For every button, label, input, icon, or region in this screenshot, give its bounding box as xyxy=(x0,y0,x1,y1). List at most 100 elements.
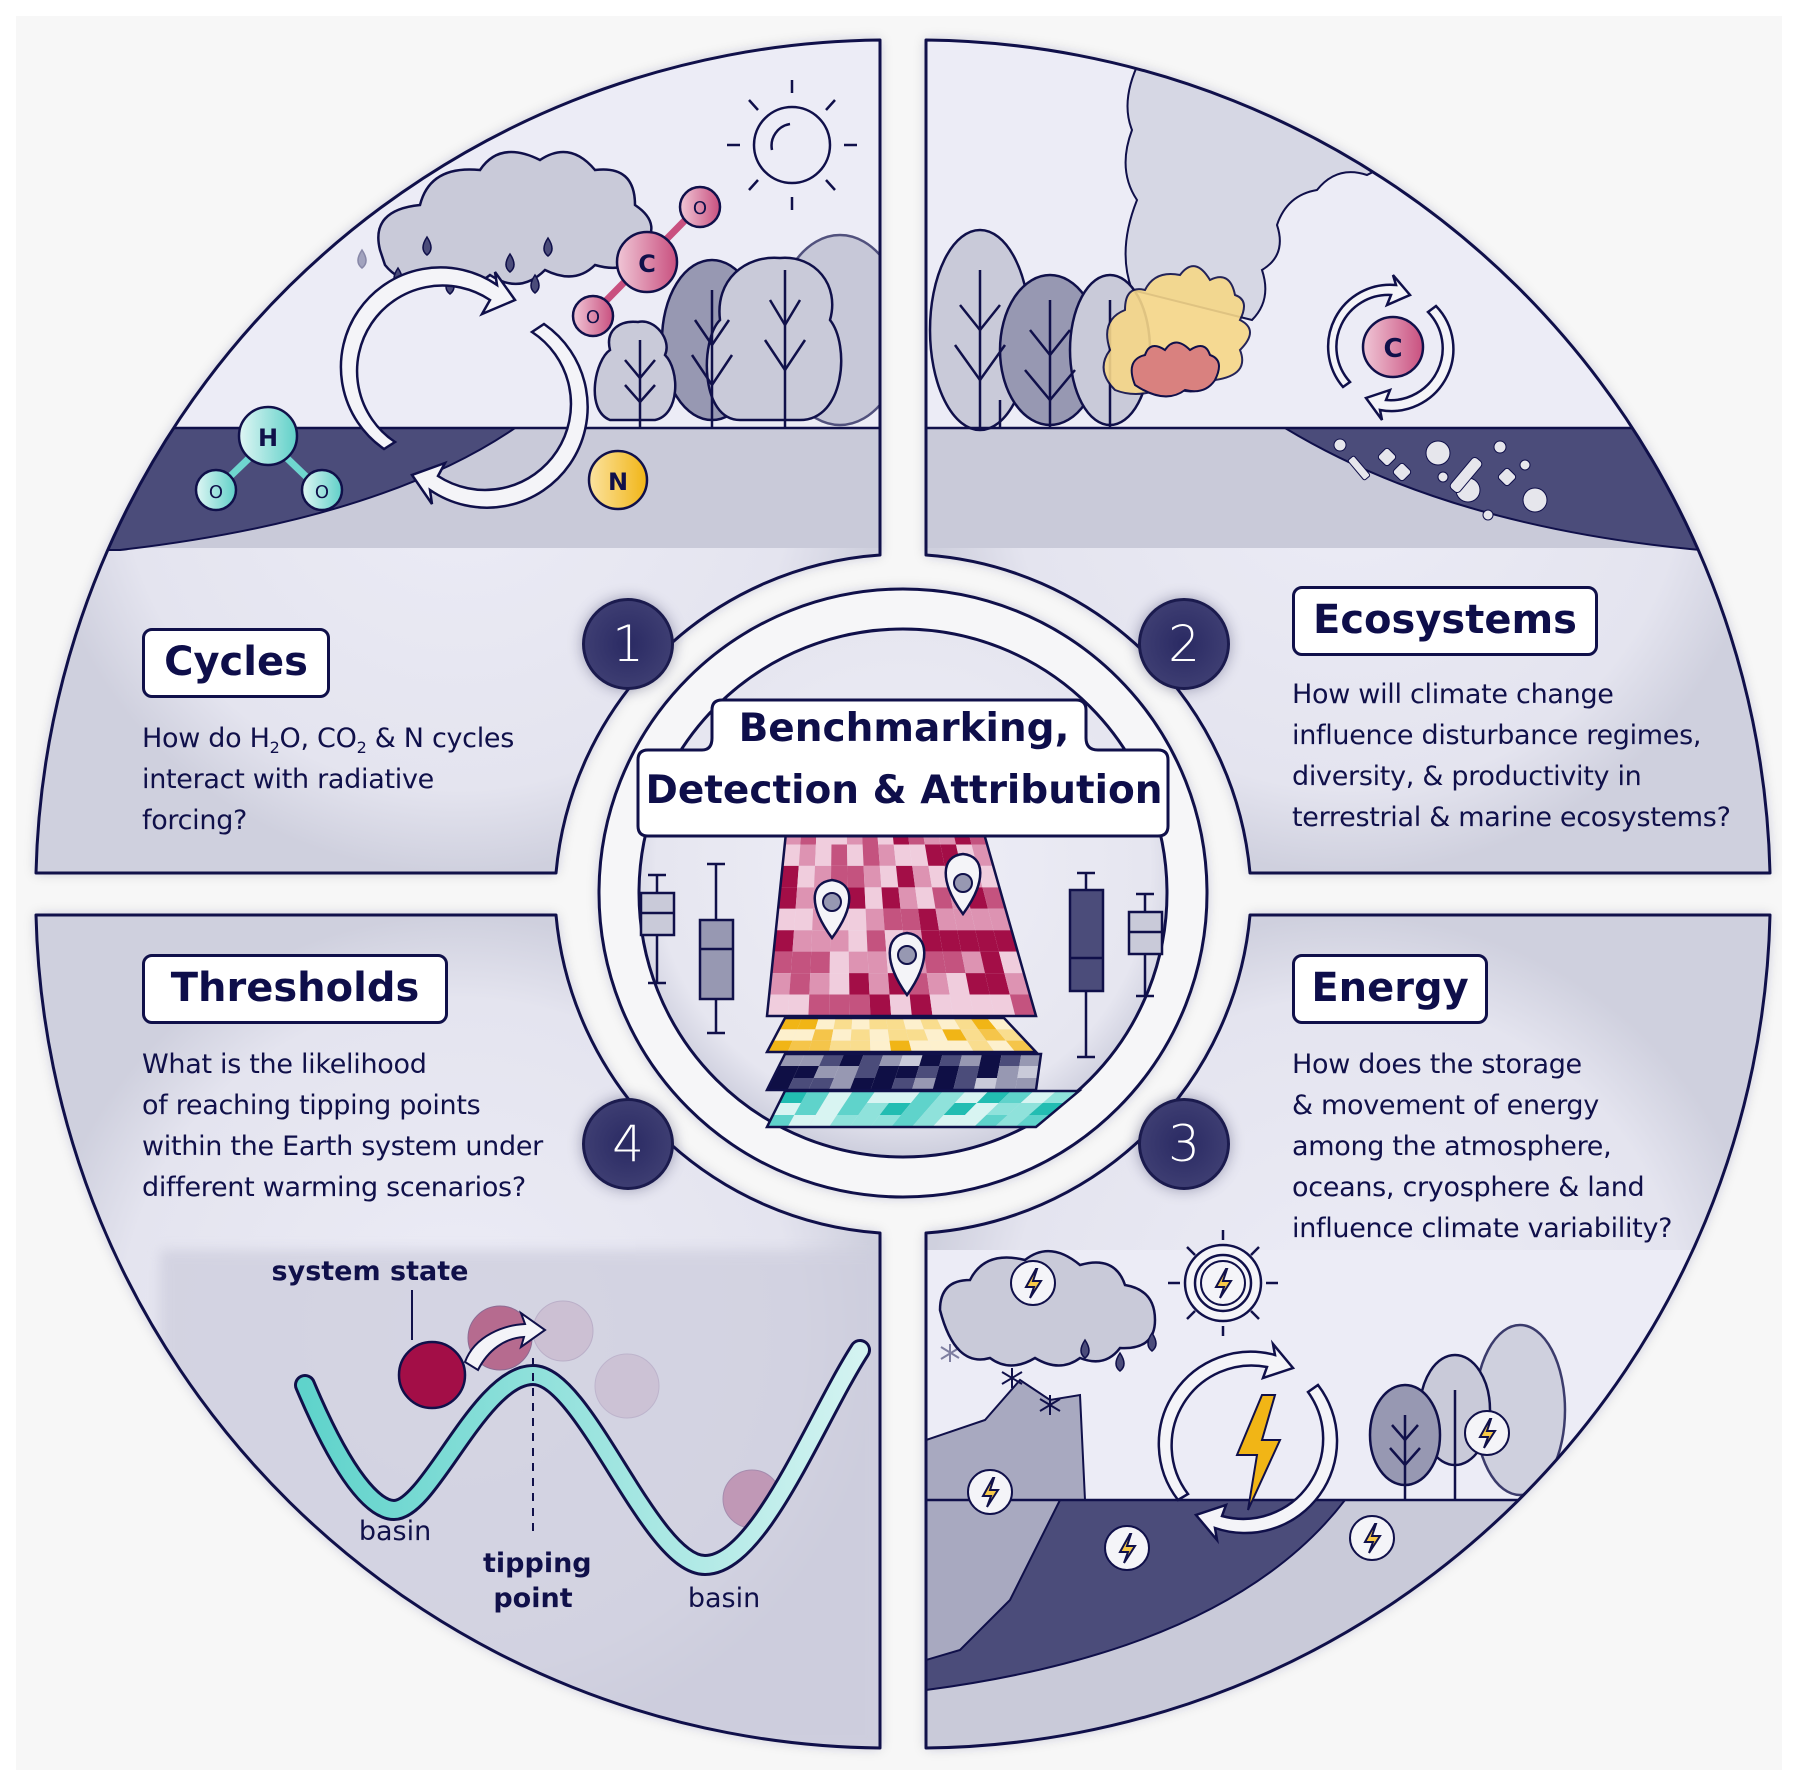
map-layer-cell xyxy=(787,1115,816,1127)
map-layer-cell xyxy=(870,1078,896,1090)
map-layer-cell xyxy=(868,973,890,995)
snowflake-icon xyxy=(940,1344,1061,1415)
map-layer-cell xyxy=(969,994,995,1016)
quadrant-title-cycles: Cycles xyxy=(142,628,330,698)
map-layer-cell xyxy=(854,1066,880,1078)
quadrant-question-ecosystems: How will climate change influence distur… xyxy=(1292,674,1762,838)
map-layer-cell xyxy=(869,994,892,1016)
map-layer-cell xyxy=(908,1040,933,1052)
map-layer-cell xyxy=(936,1018,961,1030)
arrow-icon xyxy=(463,1310,547,1372)
map-layer-cell xyxy=(976,1091,1012,1103)
map-layer-cell xyxy=(849,973,870,995)
map-layer-cell xyxy=(847,887,866,909)
map-layer-cell xyxy=(779,1054,805,1066)
fire-icon xyxy=(1102,265,1251,398)
map-layer-cell xyxy=(932,1091,966,1103)
map-layer-cell xyxy=(943,1103,977,1115)
label-system-state: system state xyxy=(271,1256,469,1287)
map-layer-cell xyxy=(767,1115,795,1127)
map-layer-cell xyxy=(767,1078,794,1090)
map-layer-cell xyxy=(924,1029,948,1041)
system-state-ball xyxy=(397,1340,467,1410)
number-badge-2: 2 xyxy=(1138,598,1230,690)
map-layer-cell xyxy=(849,994,871,1016)
map-layer-cell xyxy=(919,1018,943,1030)
question-line: influence climate variability? xyxy=(1292,1213,1673,1244)
map-layer-cell xyxy=(886,1018,906,1030)
map-layer-cell xyxy=(773,1029,798,1041)
map-layer-cell xyxy=(891,1078,916,1090)
map-layer-cell xyxy=(789,973,811,995)
map-layer-cell xyxy=(918,908,940,931)
map-layer-cell xyxy=(976,1066,1000,1078)
atom-label-c: C xyxy=(1383,334,1402,364)
map-layer-cell xyxy=(891,1115,923,1127)
map-layer-cell xyxy=(888,1091,921,1103)
quadrant-title-energy: Energy xyxy=(1292,954,1488,1024)
map-layer-cell xyxy=(780,865,799,888)
quadrant-energy xyxy=(924,913,1772,1750)
map-layer-cell xyxy=(879,1103,911,1115)
map-layer-cell xyxy=(1015,1078,1038,1090)
map-layer-cell xyxy=(790,951,812,974)
map-layer-cell xyxy=(911,1115,944,1127)
question-line: What is the likelihood xyxy=(142,1049,427,1080)
map-layer-cell xyxy=(874,1066,900,1078)
map-layer-cell xyxy=(1007,1103,1043,1115)
location-pin-dot xyxy=(822,873,973,965)
map-layer-cell xyxy=(849,1040,871,1052)
tree-icon xyxy=(593,233,880,428)
question-line: oceans, cryosphere & land xyxy=(1292,1172,1645,1203)
map-layer-cell xyxy=(848,951,869,974)
carbon-cycle-icon xyxy=(1326,274,1455,421)
map-layer-cell xyxy=(898,887,919,909)
map-layer-cell xyxy=(808,1078,835,1090)
map-layer-cell xyxy=(900,908,921,931)
map-layer-cell xyxy=(811,1029,834,1041)
map-layer-cell xyxy=(866,1091,899,1103)
map-layer-cell xyxy=(792,930,813,952)
map-layer-cell xyxy=(870,1040,892,1052)
energy-bolt-icon xyxy=(1235,1394,1282,1511)
map-layer-cell xyxy=(967,1040,995,1052)
atom-label-o: O xyxy=(586,307,600,328)
question-line: interact with radiative xyxy=(142,764,434,795)
map-layer-cell xyxy=(837,1103,867,1115)
atom-label-o: O xyxy=(209,482,223,503)
map-layer-cell xyxy=(986,1040,1016,1052)
map-layer-cell xyxy=(867,951,888,974)
map-layer-cell xyxy=(879,1054,904,1066)
map-layer-cell xyxy=(849,1078,875,1090)
map-layer-cell xyxy=(795,887,815,909)
question-line: different warming scenarios? xyxy=(142,1172,526,1203)
map-layer-cell xyxy=(924,844,945,866)
map-layer-cell xyxy=(942,1029,968,1041)
map-layer-cell xyxy=(792,1029,816,1041)
map-layer-cell xyxy=(883,908,903,931)
number-badge-3: 3 xyxy=(1138,1098,1230,1190)
map-layer-cell xyxy=(998,1091,1034,1103)
map-layer-cell xyxy=(960,1029,987,1041)
center-disc xyxy=(597,587,1209,1199)
map-layer-cell xyxy=(773,1103,801,1115)
map-layer-cell xyxy=(822,1091,853,1103)
map-layer-cell xyxy=(866,930,887,952)
map-layer-cell xyxy=(953,1115,987,1127)
map-layer-cell xyxy=(787,994,810,1016)
map-layer-cell xyxy=(947,1040,974,1052)
cloud-icon xyxy=(938,1249,1157,1367)
map-layer-cell xyxy=(952,908,976,931)
map-layer-cell xyxy=(767,994,790,1016)
atom-label-h: H xyxy=(258,424,278,452)
question-line: terrestrial & marine ecosystems? xyxy=(1292,802,1731,833)
map-layer-cell xyxy=(811,930,831,952)
map-layer-cell xyxy=(980,951,1005,974)
map-layer-cell xyxy=(847,844,864,866)
map-layer-cell xyxy=(953,1018,979,1030)
map-layer-cell xyxy=(808,1040,832,1052)
map-layer-cell xyxy=(787,1040,812,1052)
co2-molecule-icon xyxy=(571,185,722,338)
map-layer-cell xyxy=(767,1040,793,1052)
center-title-frame xyxy=(636,698,1170,838)
